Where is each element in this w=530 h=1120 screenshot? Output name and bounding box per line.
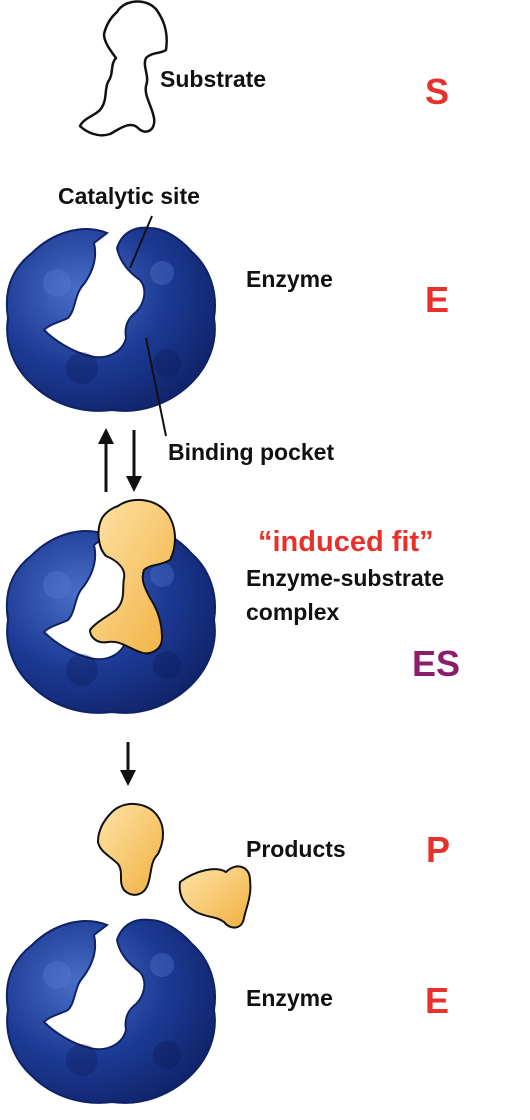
binding-pocket-pointer	[145, 337, 167, 437]
products-label: Products	[246, 836, 346, 862]
substrate-shape	[78, 0, 168, 137]
enzyme-label: Enzyme	[246, 266, 333, 292]
enzyme-substrate-complex-label: Enzyme-substrate	[246, 565, 445, 591]
enzyme-substrate-complex-label-line2: complex	[246, 599, 340, 625]
reversible-arrow	[98, 428, 142, 492]
enzyme-shape	[5, 528, 217, 714]
product-shape	[96, 803, 164, 896]
catalytic-site-pointer	[129, 215, 153, 269]
substrate-label: Substrate	[160, 66, 267, 92]
symbol-e-bottom: E	[425, 980, 450, 1021]
binding-pocket-label: Binding pocket	[168, 439, 335, 465]
product-shape	[178, 865, 252, 929]
bound-substrate-shape	[88, 498, 176, 655]
forward-arrow	[120, 742, 136, 786]
catalytic-site-label: Catalytic site	[58, 183, 200, 209]
enzyme-shape	[5, 918, 217, 1104]
enzyme-label-bottom: Enzyme	[246, 985, 333, 1011]
symbol-p: P	[426, 829, 451, 870]
induced-fit-annotation: “induced fit”	[258, 526, 434, 558]
symbol-s: S	[425, 71, 450, 112]
enzyme-shape	[5, 226, 217, 412]
symbol-es: ES	[412, 643, 461, 684]
symbol-e-top: E	[425, 279, 450, 320]
